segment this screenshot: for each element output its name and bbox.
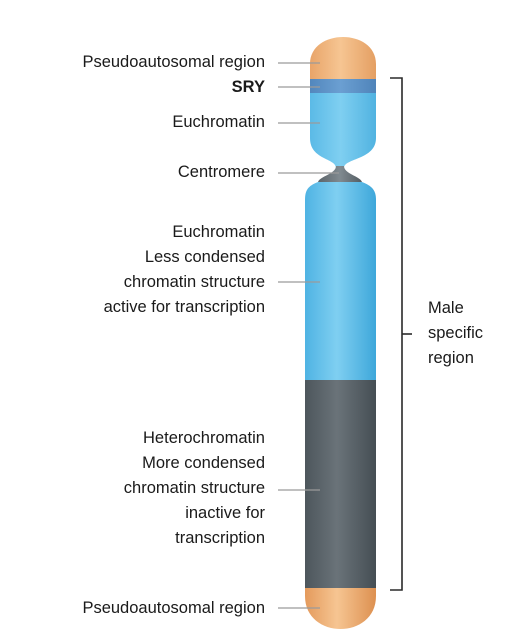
euchromatin-short-arm <box>310 93 376 168</box>
euchromatin-long-arm <box>305 182 376 380</box>
heterochromatin <box>305 380 376 588</box>
label-heterochromatin: Heterochromatin More condensed chromatin… <box>123 429 265 547</box>
label-euchromatin-lower: Euchromatin Less condensed chromatin str… <box>103 223 265 316</box>
label-pseudoautosomal-bottom: Pseudoautosomal region <box>82 599 265 617</box>
label-pseudoautosomal-top: Pseudoautosomal region <box>82 53 265 71</box>
pseudoautosomal-region-bottom <box>305 588 376 629</box>
leader-lines <box>278 62 339 609</box>
centromere <box>318 166 362 182</box>
label-euchromatin-top: Euchromatin <box>172 113 265 131</box>
short-arm <box>310 37 376 168</box>
label-centromere: Centromere <box>177 163 265 181</box>
male-specific-bracket <box>390 77 403 591</box>
pseudoautosomal-region-top <box>310 37 376 80</box>
label-sry: SRY <box>231 78 265 96</box>
sry-band <box>310 79 376 93</box>
label-male-specific-region: Male specific region <box>428 299 484 367</box>
